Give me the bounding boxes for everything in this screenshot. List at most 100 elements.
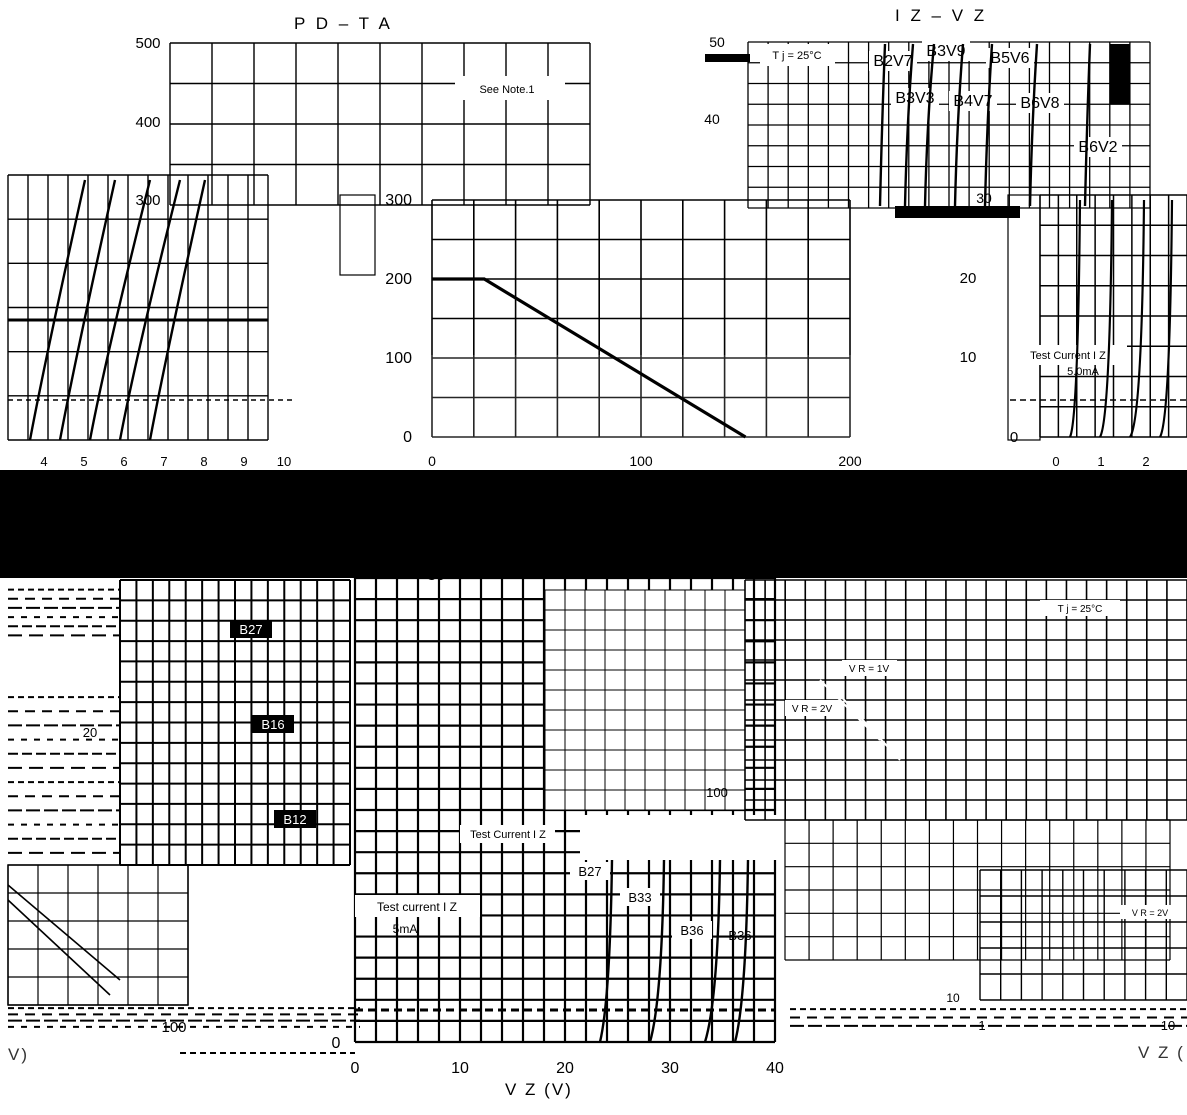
br-lower-grid: [784, 819, 1171, 961]
iz-vz-title: I Z – V Z: [895, 6, 988, 25]
bc-tc-box2: [355, 895, 480, 917]
iz-curve: [923, 43, 936, 207]
iz-lower-curve: [1159, 199, 1174, 438]
bc-label-bg: [620, 888, 660, 906]
pd-xtick: 100: [629, 453, 653, 469]
iz-series-label: B3V9: [926, 43, 965, 60]
bl-label-bg: [230, 620, 272, 638]
bc-series-label: B33: [628, 890, 651, 905]
bc-xtick: 20: [556, 1060, 574, 1077]
bc-label-bg: [672, 921, 712, 939]
bc-series-label: B27: [578, 864, 601, 879]
left-frag-xtick: 10: [277, 454, 291, 469]
bl-label-bg: [252, 715, 294, 733]
iz-test-current: Test Current I Z: [1030, 350, 1106, 362]
iz-curve: [953, 43, 965, 207]
iz-label-bg: [1016, 93, 1064, 113]
bc-curve: [598, 859, 614, 1043]
pd-lower-ytick: 0: [403, 429, 412, 446]
br-stripes: [790, 1008, 1187, 1027]
left-frag-xtick: 8: [200, 454, 207, 469]
bc-test-current-value: 5mA: [393, 922, 418, 936]
left-frag-curve: [28, 179, 87, 441]
bc-xtick: 40: [766, 1060, 784, 1077]
left-frag-curve: [148, 179, 207, 441]
iz-curve: [1083, 43, 1092, 207]
pd-derating-line: [432, 277, 747, 439]
bc-series-label: B36: [680, 923, 703, 938]
left-frag-curve: [58, 179, 117, 441]
iz-xtick: 2: [1142, 454, 1149, 469]
pd-xtick: 0: [428, 453, 436, 469]
iz-curve: [903, 43, 915, 207]
bottom-center-xlabel: V Z (V): [505, 1080, 573, 1099]
bottom-left-xlabel: V): [8, 1045, 29, 1064]
bl-label-bg: [274, 810, 316, 828]
left-frag-xtick: 5: [80, 454, 87, 469]
iz-mid-bar: [895, 206, 1020, 218]
br-corner-grid: [979, 869, 1187, 1001]
pd-lower-ytick: 300: [385, 192, 412, 209]
bc-test-current-2: Test current I Z: [377, 900, 457, 914]
pd-ta-title: P D – T A: [294, 14, 393, 33]
bl-left-stripes2: [8, 696, 120, 854]
br-ytick-10: 10: [946, 991, 960, 1005]
bc-ytick-30: 30: [427, 567, 445, 584]
pd-note: See Note.1: [479, 84, 534, 96]
bc-xtick: 0: [351, 1060, 360, 1077]
iz-dark-block: [1110, 44, 1130, 104]
black-band: [0, 470, 1187, 578]
pd-upper-ytick: 400: [135, 114, 160, 131]
bl-ytick-20: 20: [83, 725, 97, 740]
iz-curve: [878, 43, 887, 207]
iz-xtick: 1: [1097, 454, 1104, 469]
iz-series-label: B4V7: [953, 93, 992, 110]
iz-test-current-value: 5.0mA: [1067, 366, 1099, 378]
bl-series-label: B16: [261, 717, 284, 732]
left-frag-curve: [118, 179, 182, 441]
bc-curve: [733, 859, 750, 1043]
iz-lower-frame: [1007, 194, 1041, 441]
left-frag-xtick: 9: [240, 454, 247, 469]
bc-ytick-100: 100: [706, 785, 728, 800]
iz-label-bg: [891, 88, 939, 108]
br-condition: T j = 25°C: [1058, 604, 1103, 615]
pd-lower-ytick: 100: [385, 350, 412, 367]
left-frag-xtick: 7: [160, 454, 167, 469]
iz-series-label: B6V2: [1078, 139, 1117, 156]
iz-label-bg: [949, 91, 997, 111]
bc-series-label-dup: B36: [728, 928, 751, 943]
iz-label-bg: [869, 51, 917, 71]
bl-series-label: B12: [283, 812, 306, 827]
iz-lower-ytick-0: 0: [1010, 429, 1018, 446]
iz-lower-ytick-20: 20: [960, 270, 977, 287]
iz-lower-curve: [1068, 199, 1082, 438]
iz-testcurrent-box: [1015, 345, 1127, 365]
iz-series-label: B3V3: [895, 90, 934, 107]
iz-curve: [1028, 43, 1039, 207]
iz-xtick: 0: [1052, 454, 1059, 469]
iz-ytick-40: 40: [704, 111, 720, 127]
left-frag-xtick: 6: [120, 454, 127, 469]
iz-cond-box: [760, 44, 835, 66]
bc-xtick: 30: [661, 1060, 679, 1077]
iz-axis-mark: [705, 54, 750, 62]
iz-series-label: B6V8: [1020, 95, 1059, 112]
iz-lower-curve: [1129, 199, 1146, 438]
bl-stripes: [8, 1007, 360, 1028]
pd-lower-ytick: 200: [385, 271, 412, 288]
iz-series-label: B5V6: [990, 50, 1029, 67]
bottom-right-xlabel: V Z (: [1138, 1043, 1185, 1062]
bc-light-grid: [544, 589, 746, 811]
iz-lower-ytick-10: 10: [960, 349, 977, 366]
bl-grid: [7, 864, 189, 1006]
bc-xtick: 10: [451, 1060, 469, 1077]
br-vr-box1: [842, 660, 897, 676]
pd-upper-grid: [169, 42, 591, 206]
bl-diagonal: [7, 899, 111, 996]
br-diag-2: [834, 689, 901, 761]
iz-series-label: B2V7: [873, 53, 912, 70]
bc-curve: [648, 859, 666, 1043]
br-diag-1: [819, 679, 881, 741]
bl-series-label: B27: [239, 622, 262, 637]
